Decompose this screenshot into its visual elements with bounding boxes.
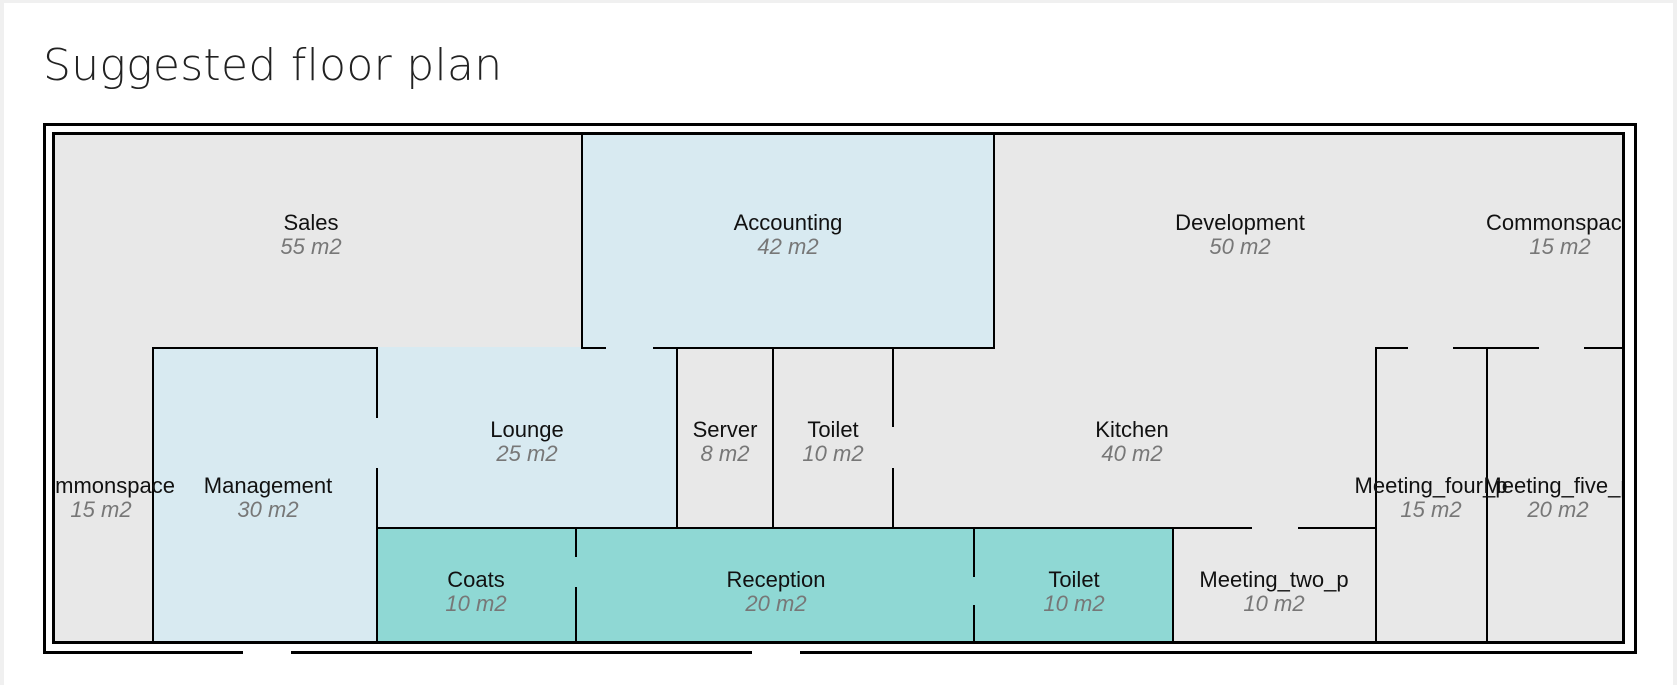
room-area: 40 m2 bbox=[1101, 441, 1163, 466]
room-name: Meeting_two_p bbox=[1199, 567, 1349, 592]
room-name: Commonspace bbox=[1486, 210, 1625, 235]
wall bbox=[676, 347, 678, 529]
room-name: Kitchen bbox=[1095, 417, 1169, 442]
wall bbox=[1298, 527, 1377, 529]
wall bbox=[376, 468, 378, 641]
room-area: 15 m2 bbox=[1400, 497, 1462, 522]
room-coats[interactable] bbox=[377, 527, 576, 641]
room-label-toilet-upper: Toilet 10 m2 bbox=[802, 417, 863, 465]
wall bbox=[1375, 347, 1408, 349]
room-area: 50 m2 bbox=[1209, 234, 1271, 259]
wall bbox=[581, 347, 606, 349]
wall bbox=[1453, 347, 1539, 349]
room-name: Toilet bbox=[807, 417, 859, 442]
room-accounting[interactable] bbox=[583, 135, 994, 347]
room-area: 15 m2 bbox=[1529, 234, 1591, 259]
room-name: Meeting_four_p bbox=[1354, 473, 1508, 498]
wall bbox=[376, 347, 378, 418]
room-label-commonspace-top: Commonspace 15 m2 bbox=[1486, 210, 1625, 259]
wall bbox=[993, 135, 995, 349]
room-toilet-lower[interactable] bbox=[974, 527, 1173, 641]
room-area: 10 m2 bbox=[802, 441, 864, 466]
room-area: 20 m2 bbox=[1527, 497, 1589, 522]
room-label-meeting-four: Meeting_four_p 15 m2 bbox=[1355, 473, 1508, 521]
room-label-sales: Sales 55 m2 bbox=[280, 210, 341, 258]
room-name: Server bbox=[692, 417, 758, 442]
wall bbox=[1486, 347, 1488, 641]
wall bbox=[772, 347, 774, 529]
page-title: Suggested floor plan bbox=[43, 40, 503, 91]
room-management[interactable] bbox=[153, 347, 377, 641]
room-name: Meeting_five_p bbox=[1483, 473, 1625, 498]
wall bbox=[152, 347, 154, 641]
room-label-kitchen: Kitchen 40 m2 bbox=[1095, 417, 1168, 465]
room-lounge[interactable] bbox=[377, 347, 677, 527]
wall bbox=[575, 587, 577, 641]
wall bbox=[653, 347, 995, 349]
wall bbox=[376, 527, 1173, 529]
room-area: 10 m2 bbox=[1243, 591, 1305, 616]
room-reception[interactable] bbox=[576, 527, 974, 641]
wall bbox=[973, 527, 975, 577]
wall bbox=[973, 605, 975, 641]
room-label-meeting-five: Meeting_five_p 20 m2 bbox=[1483, 473, 1625, 522]
wall bbox=[1584, 347, 1622, 349]
room-label-meeting-two: Meeting_two_p 10 m2 bbox=[1199, 567, 1348, 615]
room-area: 8 m2 bbox=[700, 441, 750, 466]
room-area: 55 m2 bbox=[280, 234, 342, 259]
floor-plan-interior: Sales 55 m2 Accounting 42 m2 Development… bbox=[52, 132, 1625, 644]
room-label-development: Development 50 m2 bbox=[1175, 210, 1305, 258]
room-label-server: Server 8 m2 bbox=[693, 417, 758, 465]
wall bbox=[1172, 527, 1174, 641]
wall bbox=[152, 347, 378, 349]
room-name: Development bbox=[1175, 210, 1305, 235]
wall bbox=[892, 468, 894, 529]
wall bbox=[892, 347, 894, 427]
wall bbox=[1375, 347, 1377, 641]
entrance-gap bbox=[243, 651, 291, 654]
wall bbox=[1172, 527, 1252, 529]
room-name: Sales bbox=[283, 210, 339, 235]
wall bbox=[575, 527, 577, 557]
wall bbox=[581, 135, 583, 349]
entrance-gap bbox=[752, 651, 800, 654]
